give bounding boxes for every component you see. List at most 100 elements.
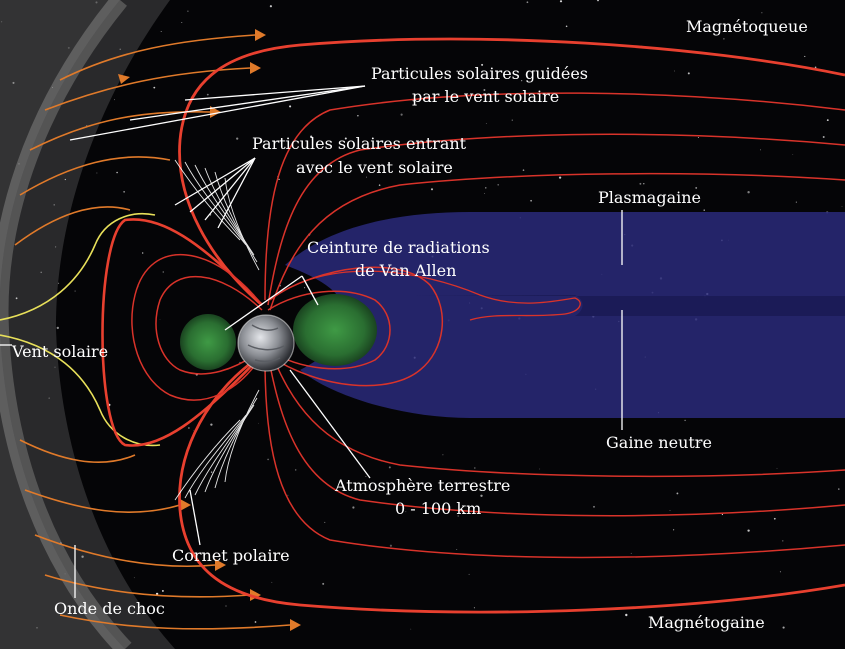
star [304,287,306,289]
star [56,326,59,330]
star [160,31,162,32]
star [468,573,470,575]
star [54,366,56,368]
solar-wind-yellow-lines [0,213,161,447]
star [457,515,459,517]
star [565,25,568,28]
solar-wind-lines [14,34,291,630]
star [593,505,595,508]
label-solar-guided-2: par le vent solaire [412,87,559,106]
star [324,521,326,523]
star [210,471,213,473]
star [630,552,632,554]
label-van-allen-1: Ceinture de radiations [307,238,490,257]
star [239,361,241,363]
bow-shock-edge [0,0,132,649]
star [804,55,806,57]
star [430,188,434,191]
star [287,494,289,496]
label-neutral-sheet: Gaine neutre [606,433,712,452]
star [526,1,529,4]
star [378,184,381,186]
star [673,529,675,531]
label-magnetotail: Magnétoqueue [686,17,808,36]
star [58,282,60,284]
star [761,12,763,14]
star [511,119,513,121]
bow-shock-region [0,0,125,649]
star [480,494,483,497]
star [357,115,359,117]
star [485,123,487,124]
label-solar-wind: Vent solaire [11,342,108,361]
star [795,201,797,203]
star [365,475,367,477]
star [698,441,701,444]
star [192,430,194,432]
star [258,422,259,424]
earth-icon [237,314,295,372]
star [841,206,843,207]
star [136,613,138,615]
star [159,319,161,320]
label-solar-entering-2: avec le vent solaire [296,158,453,177]
star [792,154,794,155]
star [558,176,562,179]
star [747,191,750,194]
star [522,169,525,171]
radiation-belt-dayside [180,314,236,370]
star [721,513,724,516]
star [254,621,257,623]
star [81,555,84,558]
star [779,571,781,573]
star [776,467,778,469]
star [271,581,273,583]
star [55,246,57,248]
star [206,93,209,96]
label-solar-entering-1: Particules solaires entrant [252,134,467,153]
star [822,136,825,138]
star [760,149,761,151]
star [481,63,484,66]
star [405,511,407,513]
star [389,544,393,547]
star [119,48,121,50]
label-magnetosheath: Magnétogaine [648,613,765,632]
bow-shock-inner [0,0,175,649]
star [188,427,190,429]
star [133,577,135,579]
field-lines [101,37,845,614]
star [473,467,476,469]
label-atmosphere-1: Atmosphère terrestre [334,476,510,495]
star [559,0,563,3]
star [684,419,686,422]
star [142,252,144,254]
star [236,137,239,140]
star [210,423,213,426]
star [695,186,698,189]
star [310,135,313,138]
label-atmosphere-2: 0 - 100 km [395,499,481,518]
star [625,613,628,617]
star [497,183,500,186]
label-van-allen-2: de Van Allen [355,261,456,280]
star [485,187,487,189]
star [697,136,699,139]
star [187,10,189,12]
star [673,70,675,72]
star [643,183,645,185]
radiation-belt-nightside [293,294,377,366]
star [53,204,55,206]
star [456,70,458,72]
star [40,271,42,274]
star [181,22,183,23]
star [352,506,355,509]
star [116,171,118,174]
solar-wind-arrowheads [118,29,301,631]
star [747,529,750,532]
star [48,397,50,399]
star [521,80,523,82]
star [289,105,292,108]
neutral-sheet-band [415,295,845,316]
star [782,626,785,629]
